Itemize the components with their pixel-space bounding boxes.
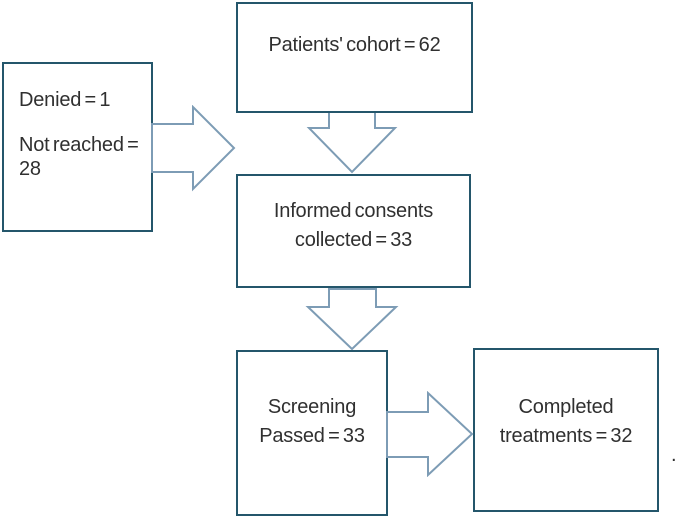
node-label-line: Informed consents (273, 200, 434, 222)
trailing-period-text: . (671, 444, 677, 466)
node-informed-consents: Informed consents collected = 33 (236, 174, 471, 288)
node-label-line: Passed = 33 (259, 425, 365, 447)
node-label-line: treatments = 32 (499, 425, 633, 447)
node-label-line: collected = 33 (294, 229, 413, 251)
node-patients-cohort: Patients' cohort = 62 (236, 2, 473, 113)
block-arrow-down-icon (306, 110, 398, 174)
block-arrow-right-icon (151, 105, 236, 192)
node-label: Patients' cohort = 62 (268, 34, 441, 56)
block-arrow-down-icon (305, 288, 399, 351)
node-exclusions: Denied = 1 Not reached = 28 (2, 62, 153, 232)
node-label-line: Completed (518, 396, 614, 418)
node-label-line: Screening (267, 396, 357, 418)
node-label-not-reached: Not reached = 28 (19, 134, 139, 180)
block-arrow-right-icon (386, 391, 474, 477)
node-label-denied: Denied = 1 (19, 89, 111, 111)
node-completed-treatments: Completed treatments = 32 (473, 348, 659, 512)
node-screening-passed: Screening Passed = 33 (236, 350, 388, 516)
